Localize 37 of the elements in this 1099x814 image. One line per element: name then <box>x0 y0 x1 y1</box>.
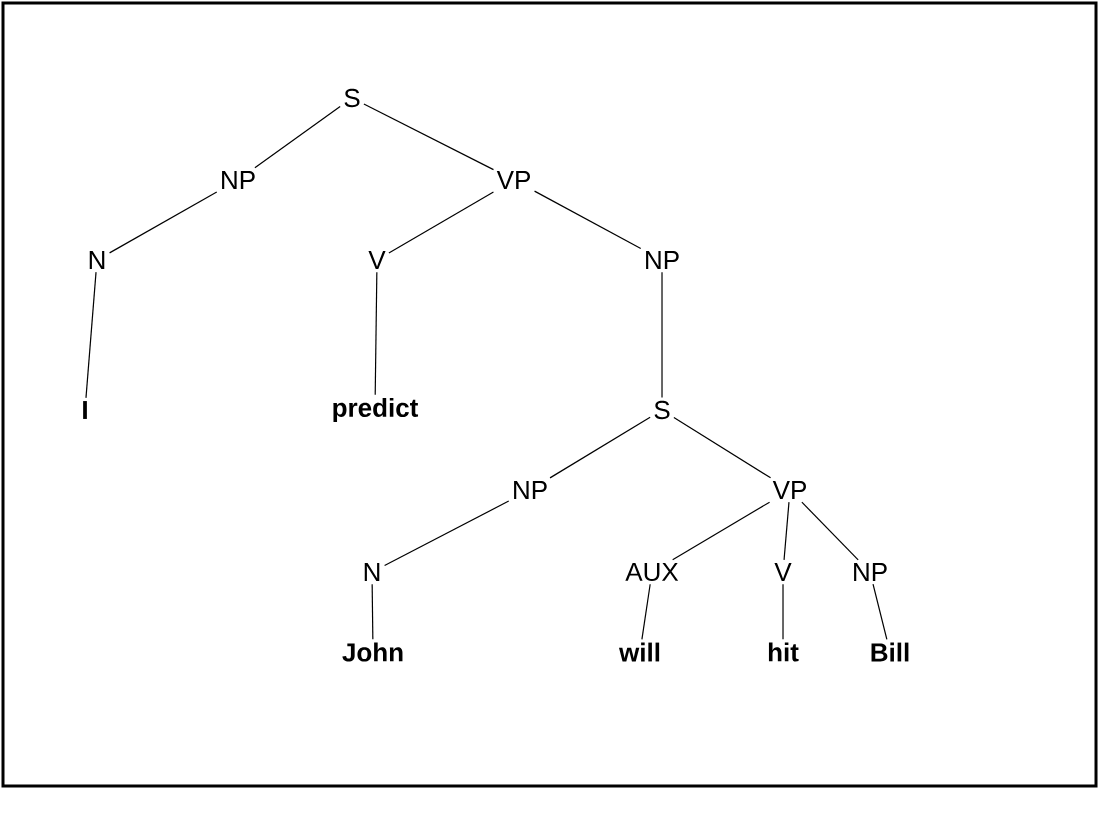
leaf-word: Bill <box>871 642 909 662</box>
tree-branch <box>533 190 642 250</box>
tree-branch <box>374 271 378 396</box>
tree-branch <box>549 416 651 479</box>
category-label: NP <box>514 481 547 499</box>
leaf-word: predict <box>333 397 419 423</box>
leaf-word: I <box>83 401 87 419</box>
tree-branch <box>109 191 218 254</box>
tree-branch <box>801 501 859 561</box>
category-label: S <box>344 88 360 108</box>
category-label: V <box>368 251 386 269</box>
leaf-word: John <box>342 642 403 662</box>
category-label: NP <box>854 563 887 581</box>
category-label: N <box>364 563 380 581</box>
tree-branch <box>783 501 790 561</box>
tree-branch <box>85 271 97 399</box>
tree-branch <box>641 583 651 640</box>
tree-branch <box>872 583 888 640</box>
tree-branch <box>388 191 495 254</box>
leaf-word: hit <box>768 642 799 662</box>
category-label: AUX <box>625 562 679 582</box>
tree-branch <box>782 583 784 640</box>
tree-branch <box>673 416 772 479</box>
tree-branch <box>363 103 495 171</box>
category-label: V <box>774 563 792 581</box>
tree-branch <box>672 501 771 561</box>
category-label: NP <box>222 171 255 189</box>
category-label: S <box>654 400 670 420</box>
tree-branch <box>661 271 663 399</box>
category-label: NP <box>646 251 679 269</box>
tree-branch <box>371 583 374 640</box>
leaf-word: will <box>619 642 660 662</box>
category-label: N <box>89 251 105 269</box>
category-label: VP <box>772 481 806 499</box>
category-label: VP <box>496 171 530 189</box>
tree-branch <box>384 500 510 567</box>
tree-branch <box>254 105 341 169</box>
